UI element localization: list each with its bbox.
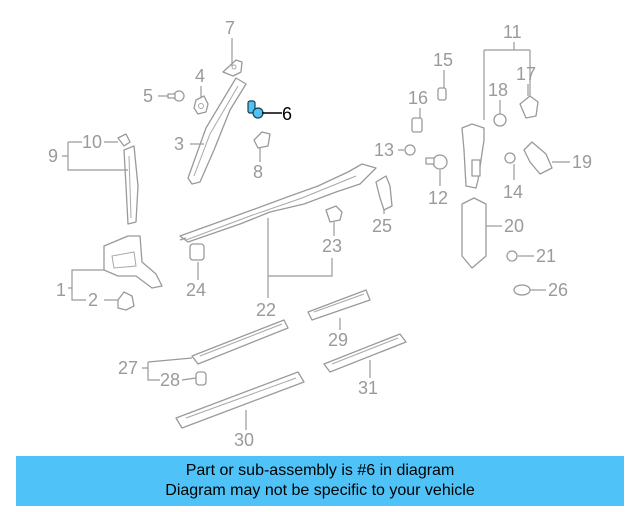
callout-labels: 1 2 3 4 5 6 7 8 9 10 11 12 13 14 15 16 1… <box>48 18 592 450</box>
part-8-clip <box>253 131 271 149</box>
callout-8: 8 <box>253 162 263 182</box>
part-7-clip <box>222 59 243 77</box>
callout-18: 18 <box>488 80 508 100</box>
part-3-pillar-trim <box>187 77 247 185</box>
part-12-bolt <box>425 154 448 170</box>
callout-7: 7 <box>225 18 235 38</box>
callout-19: 19 <box>572 152 592 172</box>
part-5-bolt <box>167 90 185 102</box>
callout-17: 17 <box>516 64 536 84</box>
part-26-clip <box>513 284 531 296</box>
callout-3: 3 <box>174 134 184 154</box>
part-20-lower-trim <box>461 197 487 269</box>
part-10-clip <box>117 133 131 147</box>
callout-10: 10 <box>82 132 102 152</box>
part-9-strip <box>123 145 139 225</box>
part-13-bolt <box>404 144 416 156</box>
part-21-screw <box>506 250 518 262</box>
callout-6: 6 <box>282 104 292 124</box>
callout-14: 14 <box>503 182 523 202</box>
callout-28: 28 <box>160 370 180 390</box>
part-27-sill-plate <box>191 319 289 365</box>
callout-4: 4 <box>195 66 205 86</box>
callout-16: 16 <box>408 88 428 108</box>
part-31-scuff-plate <box>323 333 407 373</box>
callout-13: 13 <box>374 140 394 160</box>
callout-31: 31 <box>358 378 378 398</box>
banner-line-disclaimer: Diagram may not be specific to your vehi… <box>165 482 475 499</box>
part-30-scuff-plate <box>175 371 305 429</box>
part-19-handle <box>523 141 553 175</box>
callout-29: 29 <box>328 330 348 350</box>
part-25-bracket <box>375 175 393 211</box>
part-4-fastener <box>193 95 209 115</box>
callout-9: 9 <box>48 146 58 166</box>
part-23-clip <box>325 205 343 223</box>
part-24-clip <box>189 243 205 261</box>
callout-27: 27 <box>118 358 138 378</box>
part-14-screw <box>504 152 516 164</box>
callout-20: 20 <box>504 216 524 236</box>
part-28-clip <box>195 371 207 386</box>
part-15-clip <box>437 87 447 101</box>
part-29-sill-plate <box>307 289 371 321</box>
part-11-pillar-trim <box>461 123 485 189</box>
info-banner: Part or sub-assembly is #6 in diagram Di… <box>16 456 624 506</box>
callout-26: 26 <box>548 280 568 300</box>
part-18-bolt <box>493 113 507 127</box>
part-2-clip <box>117 291 135 311</box>
banner-line-part: Part or sub-assembly is #6 in diagram <box>185 462 455 479</box>
callout-11: 11 <box>503 22 522 42</box>
part-16-clip <box>411 117 423 133</box>
callout-5: 5 <box>143 86 153 106</box>
callout-12: 12 <box>428 188 448 208</box>
part-22-floor-trim <box>179 163 377 243</box>
leader-lines <box>62 38 570 430</box>
callout-24: 24 <box>186 280 206 300</box>
callout-30: 30 <box>234 430 254 450</box>
callout-21: 21 <box>536 246 556 266</box>
part-1-lower-trim <box>103 235 163 289</box>
part-17-clip <box>519 95 539 119</box>
callout-23: 23 <box>322 236 342 256</box>
part-6-screw <box>247 100 264 119</box>
callout-15: 15 <box>433 50 453 70</box>
callout-1: 1 <box>56 280 66 300</box>
callout-25: 25 <box>372 216 392 236</box>
callout-2: 2 <box>88 290 98 310</box>
callout-22: 22 <box>256 300 276 320</box>
